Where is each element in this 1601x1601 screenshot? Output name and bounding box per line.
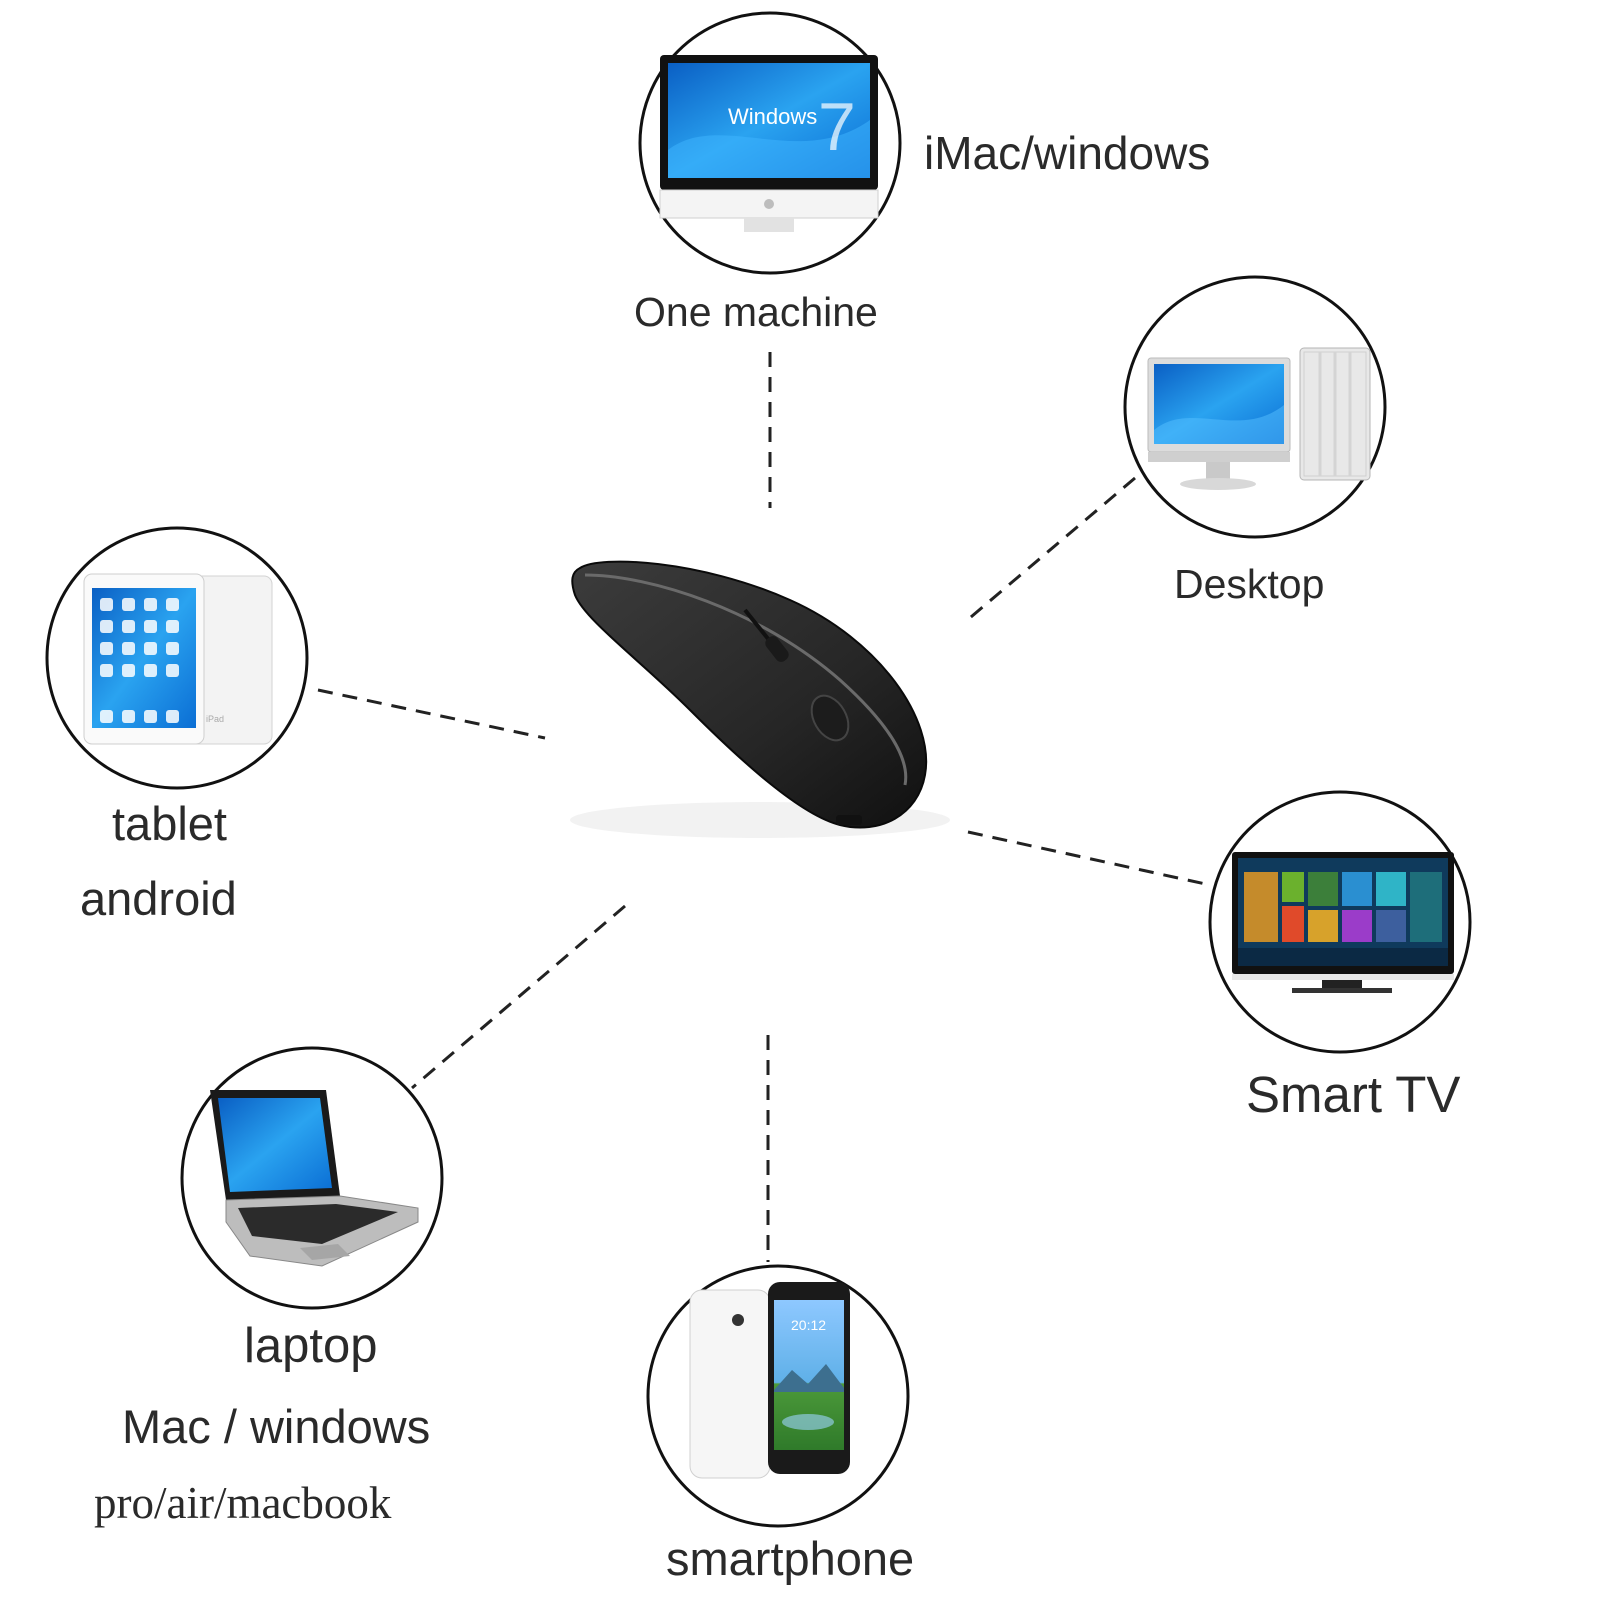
smart-tv-device bbox=[1208, 790, 1472, 1054]
laptop-label-line3: pro/air/macbook bbox=[94, 1478, 392, 1528]
desktop-computer-icon bbox=[1147, 347, 1371, 490]
connector-lines bbox=[317, 352, 1211, 1262]
phone-clock-text: 20:12 bbox=[791, 1317, 826, 1333]
smartphone-icon: 20:12 bbox=[689, 1282, 850, 1479]
connector-left bbox=[317, 688, 546, 740]
smartphone-device: 20:12 bbox=[646, 1264, 910, 1528]
connector-top-right bbox=[964, 476, 1136, 624]
tablet-label-line1: tablet bbox=[112, 797, 227, 850]
laptop-label-line1: laptop bbox=[244, 1319, 378, 1373]
tablet-label-line2: android bbox=[80, 872, 237, 925]
connector-right bbox=[967, 830, 1211, 887]
imac-screen-version: 7 bbox=[818, 89, 856, 165]
laptop-device bbox=[180, 1046, 444, 1310]
imac-side-label: iMac/windows bbox=[924, 127, 1211, 179]
wireless-mouse-icon bbox=[570, 560, 950, 838]
imac-device: Windows 7 bbox=[638, 11, 902, 275]
tablet-brand-text: iPad bbox=[206, 714, 224, 724]
smart-tv-icon bbox=[1232, 852, 1454, 993]
imac-icon: Windows 7 bbox=[659, 55, 879, 232]
laptop-icon bbox=[210, 1090, 419, 1267]
connector-bottom-left bbox=[411, 904, 626, 1090]
desktop-device bbox=[1123, 275, 1387, 539]
tablet-icon: iPad bbox=[83, 573, 273, 745]
imac-screen-text: Windows bbox=[728, 104, 817, 129]
tablet-device: iPad bbox=[45, 526, 309, 790]
smartphone-label: smartphone bbox=[666, 1532, 915, 1585]
imac-caption-label: One machine bbox=[634, 289, 878, 335]
smart-tv-label: Smart TV bbox=[1246, 1066, 1461, 1123]
desktop-label: Desktop bbox=[1174, 561, 1325, 607]
laptop-label-line2: Mac / windows bbox=[122, 1400, 431, 1453]
